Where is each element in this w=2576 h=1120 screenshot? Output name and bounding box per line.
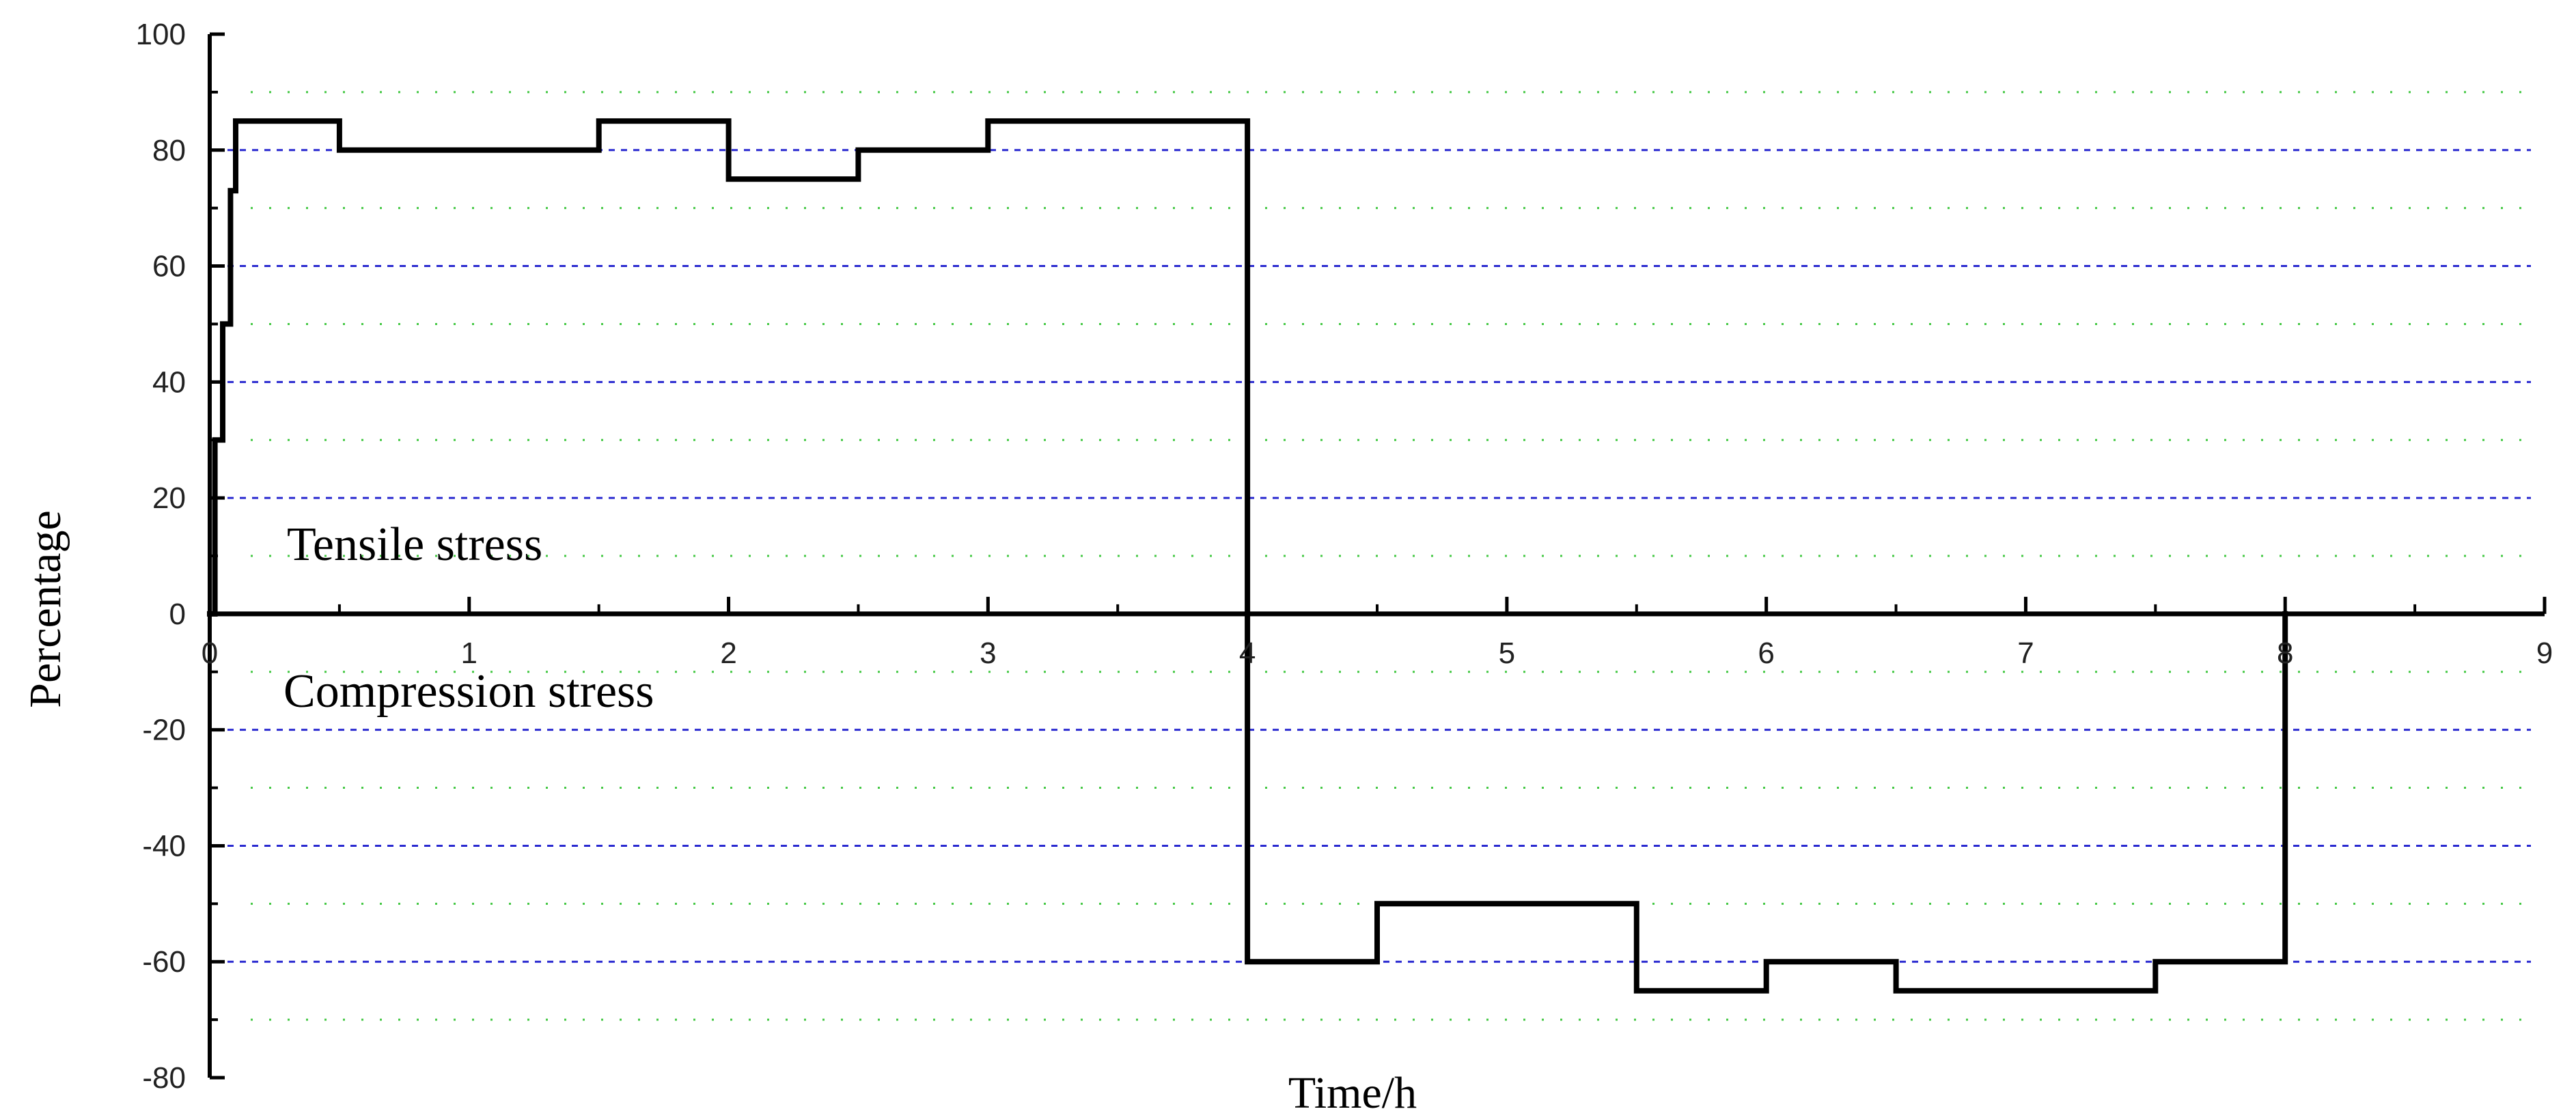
series-line [207,118,2288,994]
x-tick-label: 5 [1499,636,1515,670]
x-tick-label: 9 [2536,636,2553,670]
x-tick-label: 6 [1758,636,1774,670]
compression-stress-annotation: Compression stress [283,665,654,718]
grid-lines [215,91,2531,1021]
y-axis-title: Percentage [20,510,70,708]
y-tick-label: -80 [142,1061,186,1095]
x-axis-title: Time/h [1288,1068,1417,1118]
x-tick-label: 0 [202,636,218,670]
x-tick-label: 3 [980,636,996,670]
y-tick-label: 60 [152,250,186,283]
y-tick-label: -60 [142,945,186,979]
y-tick-label: 80 [152,134,186,167]
axes [208,32,2547,1080]
y-tick-label: -40 [142,829,186,863]
x-tick-label: 1 [461,636,477,670]
x-tick-label: 7 [2017,636,2034,670]
x-tick-label: 2 [720,636,736,670]
tick-labels: 100 80 60 40 20 0 -20 -40 -60 -80 0 1 2 3 4 5 6 7 8 9 [136,18,2553,1095]
y-tick-label: 40 [152,365,186,399]
y-tick-label: 100 [136,18,186,51]
y-tick-label: 20 [152,481,186,515]
y-tick-label: 0 [169,598,186,631]
tensile-stress-annotation: Tensile stress [287,518,542,571]
y-tick-label: -20 [142,714,186,747]
x-tick-label: 8 [2277,636,2293,670]
x-tick-label: 4 [1239,636,1256,670]
series [207,118,2288,994]
